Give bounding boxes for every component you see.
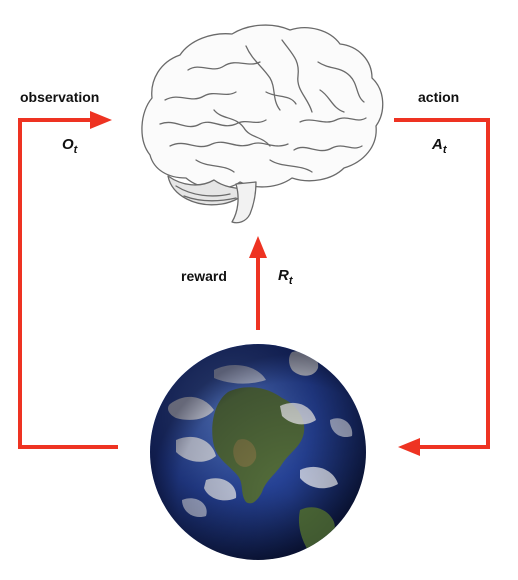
reward-arrowhead — [249, 236, 267, 258]
observation-symbol-subscript: t — [73, 144, 78, 156]
action-arrow — [394, 118, 490, 449]
earth-globe-icon — [150, 344, 366, 560]
action-symbol-letter: A — [432, 136, 443, 153]
reward-symbol-letter: R — [278, 267, 289, 284]
observation-symbol: Ot — [62, 136, 77, 156]
observation-symbol-letter: O — [62, 136, 74, 153]
observation-arrowhead — [90, 111, 112, 129]
action-symbol-subscript: t — [442, 144, 447, 156]
reward-label: reward — [181, 268, 227, 284]
reward-symbol-subscript: t — [288, 275, 293, 287]
action-arrowhead — [398, 438, 420, 456]
action-symbol: At — [432, 136, 447, 156]
brain-icon — [141, 24, 384, 224]
action-label: action — [418, 89, 460, 105]
reward-symbol: Rt — [278, 267, 293, 287]
observation-arrow — [18, 118, 118, 449]
observation-label: observation — [20, 89, 100, 105]
